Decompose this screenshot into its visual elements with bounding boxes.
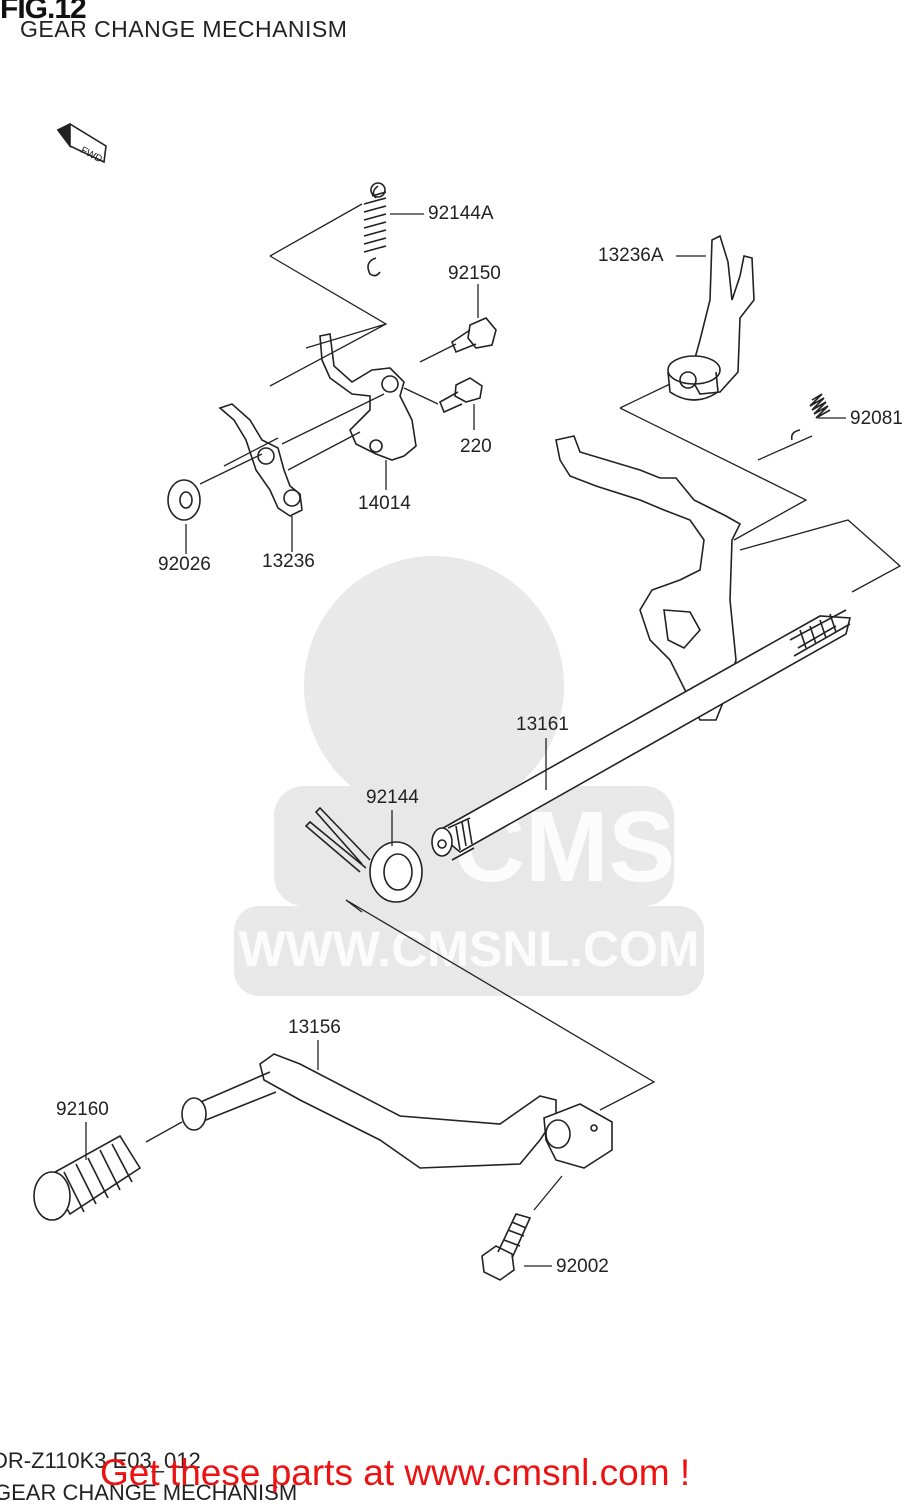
- part-label-92150[interactable]: 92150: [448, 263, 501, 284]
- part-label-92026[interactable]: 92026: [158, 554, 211, 575]
- shift-pedal-13156-drawing: [181, 1053, 613, 1169]
- part-label-13236[interactable]: 13236: [262, 551, 315, 572]
- part-label-92081[interactable]: 92081: [850, 408, 903, 429]
- bolt-92150-drawing: [451, 317, 497, 354]
- lever-plate-14014-drawing: [319, 333, 417, 461]
- figure-number: FIG.12: [0, 0, 87, 25]
- bolt-220-drawing: [438, 377, 483, 414]
- shift-arm-13236-drawing: [218, 403, 303, 517]
- part-label-92002[interactable]: 92002: [556, 1256, 609, 1277]
- part-label-92144a[interactable]: 92144A: [428, 203, 494, 224]
- part-label-220[interactable]: 220: [460, 436, 492, 457]
- bolt-92002-drawing: [481, 1213, 532, 1281]
- part-label-13236a[interactable]: 13236A: [598, 245, 664, 266]
- part-label-92144[interactable]: 92144: [366, 787, 419, 808]
- cmsnl-link[interactable]: Get these parts at www.cmsnl.com !: [100, 1452, 691, 1493]
- spring-92081-drawing: [790, 393, 831, 441]
- rubber-92160-drawing: [33, 1134, 142, 1221]
- washer-92026-drawing: [167, 479, 201, 521]
- part-label-92160[interactable]: 92160: [56, 1099, 109, 1120]
- return-spring-92144-drawing: [304, 806, 423, 903]
- fwd-arrow-icon: FWD: [56, 122, 107, 165]
- diagram-code: DR-Z110K3 E03_012: [0, 1448, 201, 1473]
- watermark-url: WWW.CMSNL.COM: [238, 921, 699, 977]
- leader-lines: [85, 203, 902, 1267]
- shift-shaft-13161-drawing: [431, 435, 852, 861]
- part-label-14014[interactable]: 14014: [358, 493, 411, 514]
- part-label-13156[interactable]: 13156: [288, 1017, 341, 1038]
- cam-lever-13236a-drawing: [667, 234, 755, 401]
- page-title: GEAR CHANGE MECHANISM: [20, 16, 348, 42]
- spring-92144a-drawing: [363, 182, 387, 277]
- part-label-13161[interactable]: 13161: [516, 714, 569, 735]
